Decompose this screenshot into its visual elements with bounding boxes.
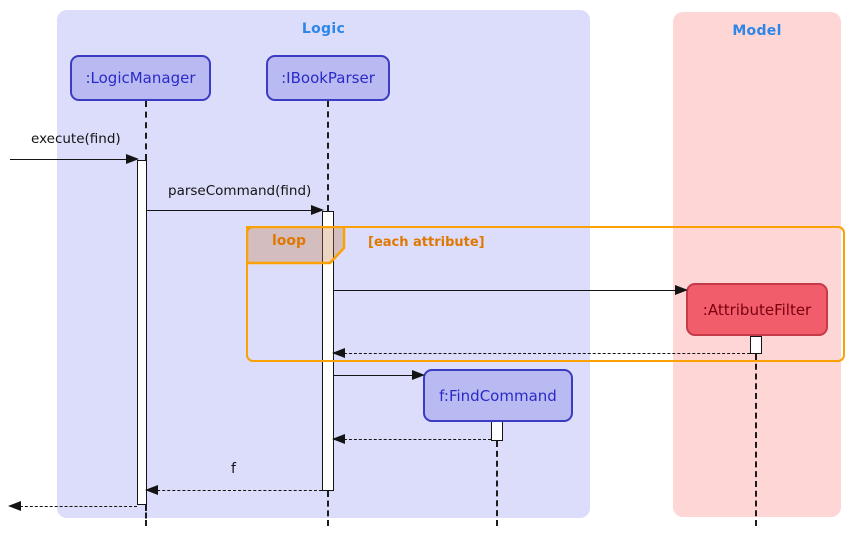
activation-bar-findcommand [491, 421, 503, 441]
participant-attributefilter-label: :AttributeFilter [702, 300, 812, 319]
logic-frame-title: Logic [301, 21, 346, 37]
model-frame-title: Model [732, 23, 782, 39]
participant-logicmanager: :LogicManager [70, 55, 211, 101]
message-execute-arrow [10, 153, 139, 164]
message-return-attributefilter-arrow [332, 347, 750, 358]
arrowhead-left-icon [145, 484, 158, 495]
loop-condition-label: [each attribute] [368, 235, 485, 250]
participant-findcommand: f:FindCommand [423, 369, 573, 422]
lifeline-ibookparser-top [327, 101, 329, 211]
message-return-f-arrow [145, 484, 322, 495]
activation-bar-logicmanager [137, 160, 147, 505]
lifeline-ibookparser-bottom [327, 491, 329, 526]
message-parsecommand-arrow [147, 204, 324, 215]
loop-operator-label: loop [271, 233, 307, 249]
lifeline-logicmanager-top [145, 101, 147, 160]
participant-ibookparser-label: :IBookParser [281, 69, 375, 87]
message-create-findcommand-arrow [334, 369, 425, 380]
arrowhead-right-icon [412, 369, 425, 380]
message-parsecommand-label: parseCommand(find) [168, 183, 312, 199]
message-create-attributefilter-arrow [334, 284, 688, 295]
arrowhead-left-icon [332, 347, 345, 358]
message-final-return-arrow [8, 500, 137, 511]
participant-logicmanager-label: :LogicManager [85, 69, 196, 87]
arrowhead-left-icon [332, 433, 345, 444]
lifeline-attributefilter [755, 354, 757, 526]
arrowhead-right-icon [311, 204, 324, 215]
model-frame: Model [673, 12, 841, 517]
message-return-f-label: f [231, 461, 236, 477]
message-execute-label: execute(find) [31, 131, 121, 147]
participant-findcommand-label: f:FindCommand [439, 386, 557, 405]
arrowhead-left-icon [8, 500, 21, 511]
participant-attributefilter: :AttributeFilter [686, 283, 828, 336]
arrowhead-right-icon [126, 153, 139, 164]
participant-ibookparser: :IBookParser [266, 55, 390, 101]
message-return-findcommand-arrow [332, 433, 491, 444]
lifeline-findcommand [496, 441, 498, 526]
lifeline-logicmanager-bottom [145, 505, 147, 526]
activation-bar-attributefilter [750, 336, 762, 354]
arrowhead-right-icon [675, 284, 688, 295]
